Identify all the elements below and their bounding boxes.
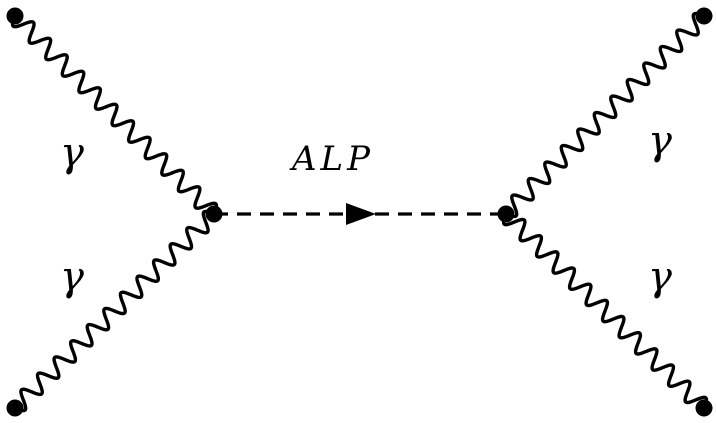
endpoint-upper-right xyxy=(695,7,713,25)
alp-label: ALP xyxy=(289,139,374,179)
endpoint-upper-left xyxy=(6,7,24,25)
photon-line-lower-right xyxy=(501,212,709,410)
photon-line-upper-right xyxy=(504,11,706,219)
gamma-label-lower-left: γ xyxy=(60,254,84,300)
propagator-arrow-icon xyxy=(346,203,376,225)
gamma-label-upper-left: γ xyxy=(60,130,84,176)
vertex-left xyxy=(205,205,223,223)
endpoint-lower-left xyxy=(6,399,24,417)
photon-line-upper-left xyxy=(10,14,219,216)
gamma-label-lower-right: γ xyxy=(648,254,672,300)
vertex-right xyxy=(497,205,515,223)
gamma-label-upper-right: γ xyxy=(648,118,672,164)
endpoint-lower-right xyxy=(695,399,713,417)
photon-line-lower-left xyxy=(13,209,216,413)
